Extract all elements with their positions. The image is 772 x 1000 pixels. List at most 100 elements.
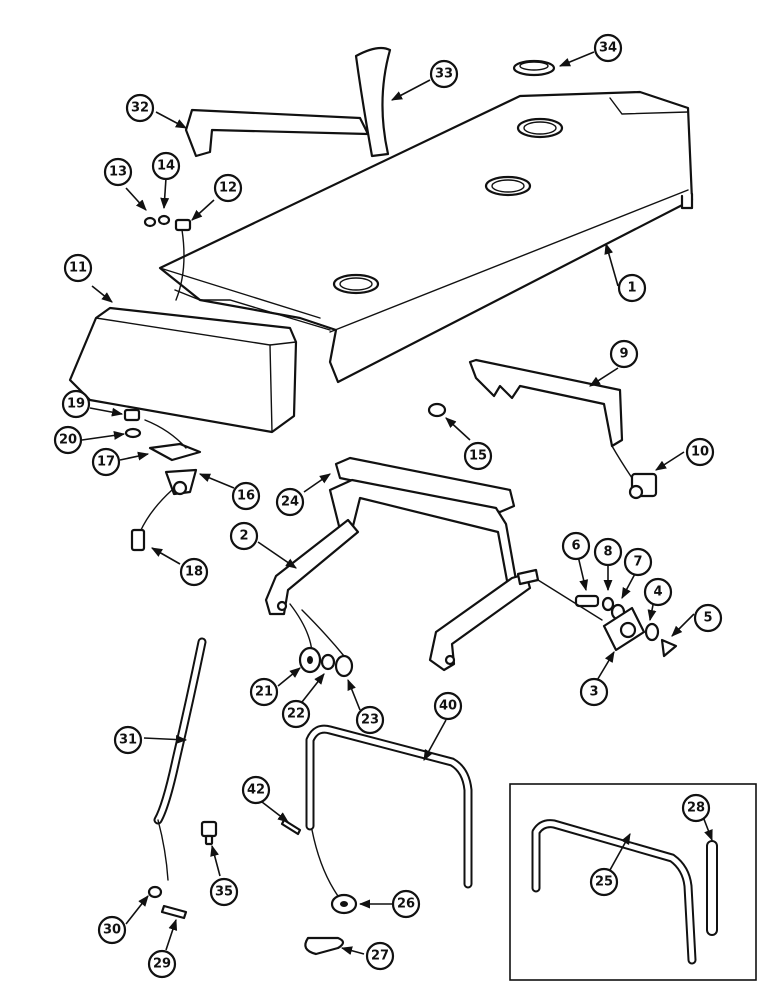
- connector-part-35: [200, 820, 218, 846]
- callout-15-label: 15: [469, 449, 487, 464]
- callout-16-label: 16: [237, 489, 255, 504]
- callout-30-label: 30: [103, 923, 121, 938]
- washer-part-22: [320, 653, 336, 671]
- callout-10-label: 10: [691, 445, 709, 460]
- callout-13-label: 13: [109, 165, 127, 180]
- callout-42: 42: [241, 775, 271, 805]
- callout-10: 10: [685, 437, 715, 467]
- pin-part-42: [280, 818, 302, 836]
- washer-part-13: [143, 216, 157, 228]
- tube-part-25: [531, 819, 697, 965]
- callout-18-label: 18: [185, 565, 203, 580]
- callout-33: 33: [429, 59, 459, 89]
- callout-5: 5: [693, 603, 723, 633]
- callout-1: 1: [617, 273, 647, 303]
- inset-box: [509, 783, 757, 981]
- callout-8: 8: [593, 537, 623, 567]
- grommet-part-26: [311, 829, 358, 915]
- flange-part-3: [537, 579, 646, 652]
- callout-28: 28: [681, 793, 711, 823]
- callout-8-label: 8: [603, 545, 612, 560]
- bracket-part-9: [468, 358, 624, 448]
- callout-24-label: 24: [281, 495, 299, 510]
- nut-part-23: [301, 609, 354, 678]
- rod-part-31: [153, 637, 207, 881]
- bushing-part-21: [289, 603, 322, 674]
- callout-19-label: 19: [67, 397, 85, 412]
- callout-6: 6: [561, 531, 591, 561]
- callout-40-label: 40: [439, 699, 457, 714]
- callout-14-label: 14: [157, 159, 175, 174]
- callout-25-label: 25: [595, 875, 613, 890]
- callout-22-label: 22: [287, 707, 305, 722]
- washer-part-20: [124, 427, 142, 439]
- callout-40: 40: [433, 691, 463, 721]
- callout-9: 9: [609, 339, 639, 369]
- handle-part-32: [184, 108, 370, 158]
- callout-21-label: 21: [255, 685, 273, 700]
- callout-25: 25: [589, 867, 619, 897]
- washer-part-8: [601, 596, 615, 612]
- callout-11: 11: [63, 253, 93, 283]
- callout-11-label: 11: [69, 261, 87, 276]
- callout-35: 35: [209, 877, 239, 907]
- clip-part-5: [660, 638, 678, 658]
- callout-16: 16: [231, 481, 261, 511]
- callout-42-label: 42: [247, 783, 265, 798]
- callout-3-label: 3: [589, 685, 598, 700]
- callout-12-label: 12: [219, 181, 237, 196]
- callout-31-label: 31: [119, 733, 137, 748]
- loop-rod-part-40: [305, 724, 473, 889]
- callout-28-label: 28: [687, 801, 705, 816]
- callout-7: 7: [623, 547, 653, 577]
- washer-part-14: [157, 214, 171, 226]
- callout-32-label: 32: [131, 101, 149, 116]
- switch-part-10: [611, 445, 658, 500]
- callout-30: 30: [97, 915, 127, 945]
- callout-32: 32: [125, 93, 155, 123]
- front-panel-part-11: [68, 306, 298, 434]
- callout-12: 12: [213, 173, 243, 203]
- callout-9-label: 9: [619, 347, 628, 362]
- callout-3: 3: [579, 677, 609, 707]
- callout-15: 15: [463, 441, 493, 471]
- grommet-part-15: [427, 402, 447, 418]
- callout-26-label: 26: [397, 897, 415, 912]
- washer-part-4: [644, 622, 660, 642]
- callout-34: 34: [593, 33, 623, 63]
- callout-20: 20: [53, 425, 83, 455]
- callout-20-label: 20: [59, 433, 77, 448]
- callout-2-label: 2: [239, 529, 248, 544]
- callout-13: 13: [103, 157, 133, 187]
- callout-4: 4: [643, 577, 673, 607]
- pad-part-24: [334, 456, 516, 514]
- hinge-part-16: [164, 468, 198, 496]
- callout-7-label: 7: [633, 555, 642, 570]
- clip-part-27: [304, 936, 345, 956]
- callout-24: 24: [275, 487, 305, 517]
- callout-26: 26: [391, 889, 421, 919]
- callout-1-label: 1: [627, 281, 636, 296]
- callout-23-label: 23: [361, 713, 379, 728]
- callout-14: 14: [151, 151, 181, 181]
- plug-part-34: [512, 59, 556, 77]
- callout-35-label: 35: [215, 885, 233, 900]
- bolt-part-12: [174, 218, 192, 301]
- nut-part-19: [123, 408, 141, 422]
- callout-33-label: 33: [435, 67, 453, 82]
- washer-part-30: [147, 885, 163, 899]
- callout-29: 29: [147, 949, 177, 979]
- callout-23: 23: [355, 705, 385, 735]
- strip-part-33: [354, 46, 392, 158]
- screw-part-18: [130, 489, 173, 552]
- callout-17: 17: [91, 447, 121, 477]
- callout-17-label: 17: [97, 455, 115, 470]
- callout-4-label: 4: [653, 585, 662, 600]
- bolt-part-6: [574, 594, 600, 608]
- callout-19: 19: [61, 389, 91, 419]
- callout-27-label: 27: [371, 949, 389, 964]
- callout-31: 31: [113, 725, 143, 755]
- callout-6-label: 6: [571, 539, 580, 554]
- leader-lines: [81, 51, 713, 955]
